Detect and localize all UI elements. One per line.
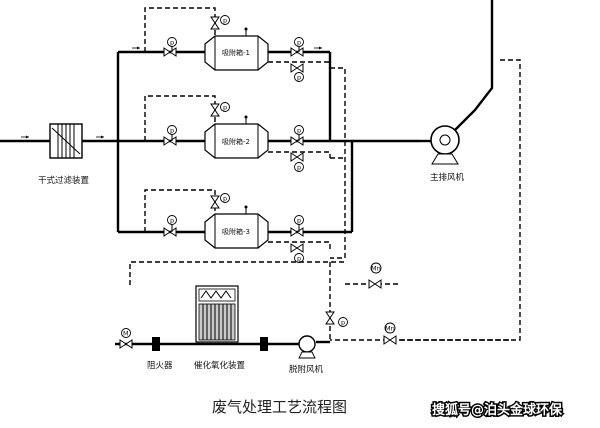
svg-text:p: p xyxy=(223,195,227,203)
main-fan xyxy=(420,0,494,165)
exhaust-return xyxy=(330,59,521,341)
catalytic-oxidation-unit xyxy=(195,285,239,343)
svg-text:p: p xyxy=(170,217,174,225)
regen-loop-3: p p xyxy=(144,189,331,263)
flame-arrester xyxy=(152,337,268,351)
inlet-pipe xyxy=(0,135,118,143)
tank-row-1: p 吸附箱-1 p xyxy=(118,27,330,71)
svg-text:p: p xyxy=(297,39,301,47)
svg-text:p: p xyxy=(170,127,174,135)
svg-text:p: p xyxy=(297,255,301,263)
svg-text:p: p xyxy=(297,164,301,172)
desorption-fan-label: 脱附风机 xyxy=(289,364,324,375)
tank-3-label: 吸附箱-3 xyxy=(222,227,250,236)
tank-1-label: 吸附箱-1 xyxy=(222,48,250,57)
regen-collector: p Mn xyxy=(129,67,400,340)
svg-text:p: p xyxy=(341,319,345,327)
outlet-header xyxy=(328,52,354,232)
svg-text:p: p xyxy=(297,127,301,135)
catalytic-oxidation-label: 催化氧化装置 xyxy=(194,360,246,371)
svg-text:M: M xyxy=(123,330,129,338)
regen-loop-2: p p xyxy=(144,95,331,172)
tank-row-3: p 吸附箱-3 p xyxy=(118,205,352,249)
svg-text:p: p xyxy=(297,217,301,225)
svg-text:p: p xyxy=(223,104,227,112)
dry-filter xyxy=(49,123,83,159)
svg-text:Mn: Mn xyxy=(385,325,395,333)
svg-text:p: p xyxy=(223,17,227,25)
svg-text:Mn: Mn xyxy=(371,265,381,273)
svg-text:p: p xyxy=(170,39,174,47)
desorption-line: M Mn xyxy=(115,322,510,349)
dry-filter-label: 干式过滤装置 xyxy=(38,175,90,186)
tank-row-2: p 吸附箱-2 p xyxy=(118,115,420,159)
tank-2-label: 吸附箱-2 xyxy=(222,137,250,146)
flame-arrester-label: 阻火器 xyxy=(147,361,173,371)
desorption-fan xyxy=(298,335,316,359)
watermark: 搜狐号@泊头金球环保 xyxy=(432,402,563,418)
main-fan-label: 主排风机 xyxy=(430,172,465,183)
svg-text:p: p xyxy=(297,74,301,82)
diagram-caption: 废气处理工艺流程图 xyxy=(212,398,347,416)
